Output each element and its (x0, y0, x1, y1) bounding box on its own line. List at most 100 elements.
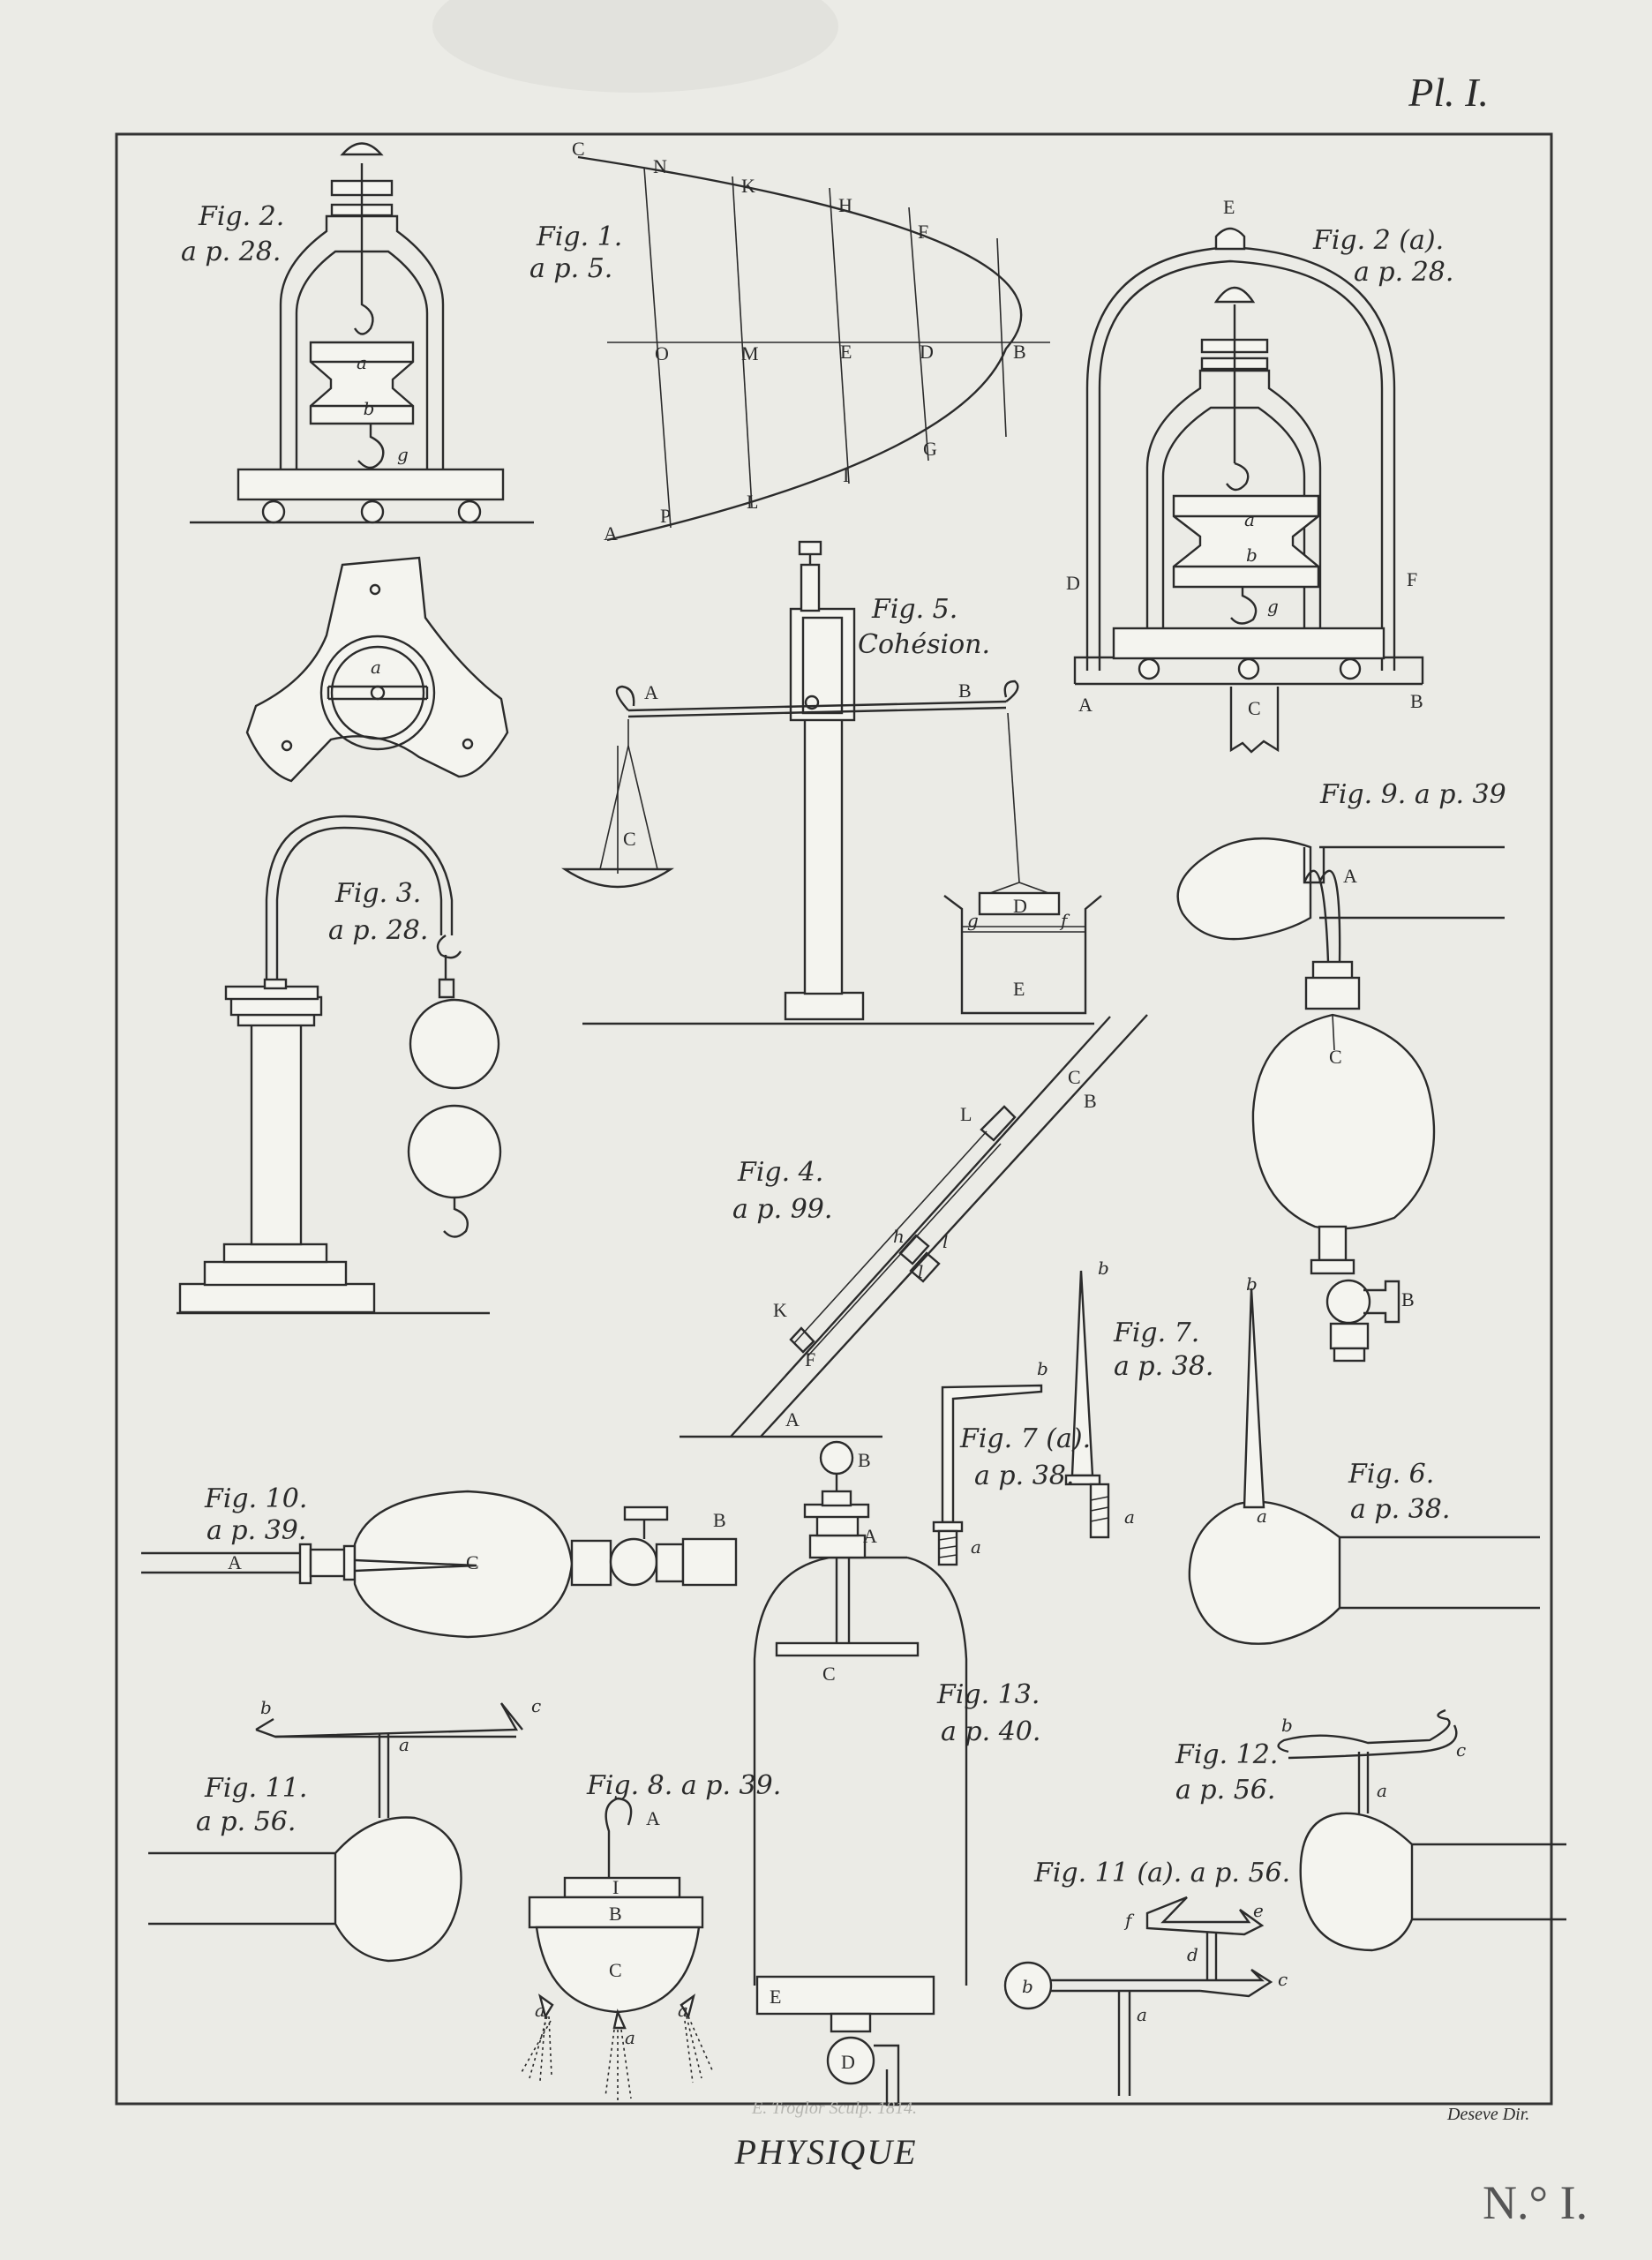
fig13-figure (753, 1440, 968, 2106)
fig12-caption: Fig. 12. (1175, 1739, 1278, 1770)
fig8-label-a2: a (625, 2027, 635, 2048)
fig1-label-N: N (653, 155, 667, 177)
fig2a-label-F: F (1407, 568, 1417, 590)
fig8-label-a3: a (678, 2000, 688, 2021)
fig11-figure (148, 1702, 523, 1963)
draftsman-credit: Deseve Dir. (1447, 2105, 1530, 2124)
fig7-caption: Fig. 7. (1113, 1318, 1199, 1348)
fig4-caption: Fig. 4. (737, 1157, 823, 1188)
fig4-label-B: B (1084, 1090, 1097, 1112)
fig1-caption: Fig. 1. (536, 221, 622, 252)
fig5-figure (561, 540, 1102, 1025)
fig2-figure (190, 142, 534, 524)
paper-stain (432, 0, 838, 93)
fig4-ref: a p. 99. (732, 1194, 832, 1225)
plate-frame (115, 132, 1553, 2106)
fig8-figure (520, 1797, 714, 2100)
fig5-label-A: A (644, 681, 658, 703)
fig2a-label-B: B (1410, 690, 1423, 712)
fig13-label-D: D (841, 2051, 855, 2073)
fig11-caption: Fig. 11. (204, 1773, 307, 1804)
fig4-label-h: h (893, 1226, 905, 1247)
fig9-label-A: A (1343, 865, 1357, 887)
fig5-label-D: D (1013, 895, 1027, 917)
fig6-label-a: a (1257, 1505, 1267, 1527)
fig8-label-I: I (612, 1876, 619, 1898)
fig11-label-b: b (260, 1697, 272, 1718)
fig2a-figure (1073, 227, 1424, 754)
fig5-ref: Cohésion. (858, 629, 990, 660)
fig6-ref: a p. 38. (1350, 1494, 1450, 1525)
sheet-number: N.° I. (1483, 2176, 1588, 2229)
fig2a-caption: Fig. 2 (a). (1312, 225, 1444, 256)
fig2a-label-C: C (1248, 697, 1261, 719)
fig4-label-l2: l (918, 1261, 923, 1282)
fig2-label-g: g (397, 444, 409, 465)
fig11a-label-e: e (1253, 1900, 1264, 1921)
fig5-caption: Fig. 5. (871, 594, 957, 625)
fig3-ref: a p. 28. (328, 915, 428, 946)
fig8-caption: Fig. 8. a p. 39. (586, 1770, 781, 1801)
fig4-figure (680, 1014, 1148, 1438)
fig9-caption: Fig. 9. a p. 39 (1319, 779, 1506, 810)
fig2a-label-g: g (1267, 596, 1279, 617)
fig1-label-P: P (660, 505, 671, 527)
fig2-ref: a p. 28. (181, 237, 281, 267)
fig1-label-K: K (741, 175, 755, 197)
fig8-label-A: A (646, 1807, 660, 1829)
fig1-label-E: E (840, 341, 852, 363)
fig1-figure (577, 155, 1050, 542)
fig11a-figure (1003, 1896, 1273, 2096)
fig7-figure (1064, 1270, 1110, 1539)
fig2-label-b: b (364, 398, 375, 419)
fig1-label-H: H (838, 194, 852, 216)
fig5-label-B: B (958, 680, 972, 702)
fig12-label-b: b (1281, 1715, 1293, 1736)
fig11a-label-f: f (1123, 1910, 1135, 1931)
fig8-label-B: B (609, 1903, 622, 1925)
fig4-label-l: l (942, 1231, 948, 1252)
fig2a-label-A: A (1078, 694, 1093, 716)
fig1-label-M: M (741, 342, 759, 364)
fig6-label-b: b (1246, 1273, 1258, 1295)
fig3-caption: Fig. 3. (334, 878, 421, 909)
fig10-ref: a p. 39. (206, 1515, 306, 1546)
fig1-label-A: A (604, 522, 618, 544)
fig7-label-b: b (1098, 1258, 1109, 1279)
fig7a-label-b: b (1037, 1358, 1048, 1379)
fig1-label-G: G (923, 438, 937, 460)
plate-number: Pl. I. (1408, 70, 1489, 115)
fig9-figure (1176, 837, 1505, 1363)
fig1-label-O: O (655, 342, 669, 364)
fig7a-label-a: a (971, 1536, 981, 1558)
fig8-label-C: C (609, 1959, 622, 1981)
engraver-credit: E. Troglor Sculp. 1814. (752, 2099, 918, 2118)
fig11a-caption: Fig. 11 (a). a p. 56. (1033, 1858, 1290, 1888)
fig10-figure (141, 1490, 738, 1639)
fig8-label-a1: a (535, 2000, 545, 2021)
fig1-label-I: I (843, 464, 849, 486)
fig2-detail-plate (245, 556, 509, 783)
fig2-label-a: a (357, 352, 367, 373)
fig12-label-a: a (1377, 1780, 1387, 1801)
fig4-label-K: K (773, 1299, 787, 1321)
fig2-caption: Fig. 2. (198, 201, 284, 232)
fig2a-label-b: b (1246, 544, 1258, 566)
fig13-caption: Fig. 13. (936, 1679, 1040, 1710)
fig2a-ref: a p. 28. (1354, 257, 1453, 288)
fig7-label-a: a (1124, 1506, 1135, 1528)
fig10-caption: Fig. 10. (204, 1483, 307, 1514)
fig11-ref: a p. 56. (196, 1806, 296, 1837)
fig3-figure (176, 815, 502, 1315)
fig1-label-B: B (1013, 341, 1026, 363)
fig5-label-C: C (623, 828, 636, 850)
fig2b-label-a: a (371, 657, 381, 678)
fig2a-label-a: a (1244, 509, 1255, 530)
fig9-label-C: C (1329, 1046, 1342, 1068)
fig1-label-D: D (920, 341, 934, 363)
fig11-label-a: a (399, 1734, 409, 1755)
fig1-ref: a p. 5. (529, 253, 612, 284)
fig6-figure (1188, 1288, 1540, 1645)
fig4-label-F: F (805, 1348, 815, 1370)
